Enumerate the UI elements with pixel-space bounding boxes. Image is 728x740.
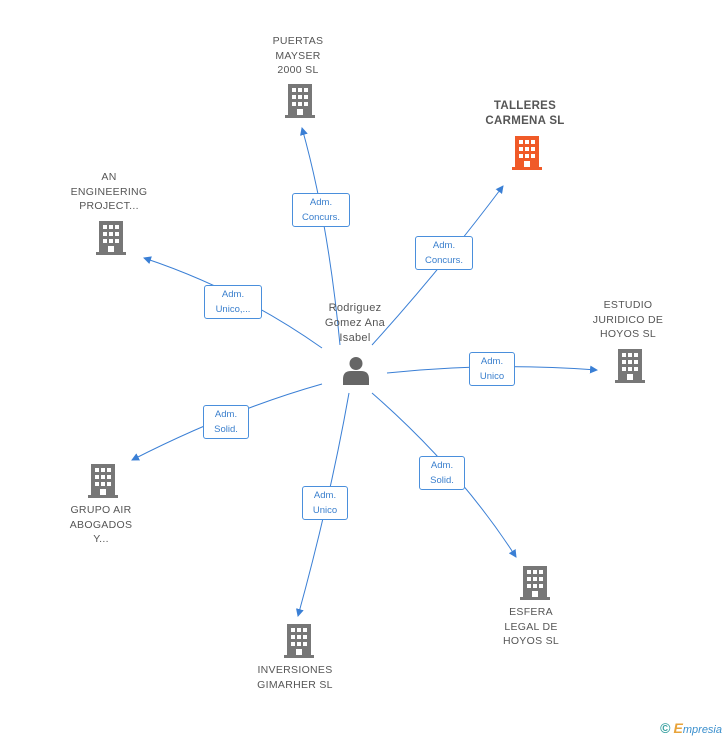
- relation-label-estudio[interactable]: Adm. Unico: [469, 352, 515, 386]
- brand-name: mpresia: [682, 724, 722, 736]
- company-esfera[interactable]: ESFERA LEGAL DE HOYOS SL: [490, 605, 572, 649]
- relation-label-esfera[interactable]: Adm. Solid.: [419, 456, 465, 490]
- company-label: INVERSIONES GIMARHER SL: [257, 664, 333, 691]
- building-icon[interactable]: [615, 349, 645, 383]
- company-label: ESTUDIO JURIDICO DE HOYOS SL: [592, 299, 664, 340]
- company-inversiones[interactable]: INVERSIONES GIMARHER SL: [248, 663, 342, 692]
- company-estudio[interactable]: ESTUDIO JURIDICO DE HOYOS SL: [580, 298, 676, 342]
- building-icon[interactable]: [284, 624, 314, 658]
- company-grupo[interactable]: GRUPO AIR ABOGADOS Y...: [56, 503, 146, 547]
- company-label: TALLERES CARMENA SL: [485, 100, 565, 127]
- brand-logo-e: E: [673, 720, 683, 736]
- building-icon[interactable]: [96, 221, 126, 255]
- company-engineering[interactable]: AN ENGINEERING PROJECT...: [62, 170, 156, 214]
- building-icon[interactable]: [512, 136, 542, 170]
- company-label: GRUPO AIR ABOGADOS Y...: [69, 504, 133, 545]
- person-icon[interactable]: [341, 355, 371, 385]
- company-puertas[interactable]: PUERTAS MAYSER 2000 SL: [258, 34, 338, 78]
- relation-label-grupo[interactable]: Adm. Solid.: [203, 405, 249, 439]
- company-label: AN ENGINEERING PROJECT...: [70, 171, 148, 212]
- relation-label-inversiones[interactable]: Adm. Unico: [302, 486, 348, 520]
- relation-label-talleres[interactable]: Adm. Concurs.: [415, 236, 473, 270]
- building-icon[interactable]: [88, 464, 118, 498]
- relation-label-engineering[interactable]: Adm. Unico,...: [204, 285, 262, 319]
- footer-brand: © Empresia: [660, 720, 722, 736]
- relation-label-puertas[interactable]: Adm. Concurs.: [292, 193, 350, 227]
- company-label: PUERTAS MAYSER 2000 SL: [272, 35, 324, 76]
- building-icon[interactable]: [285, 84, 315, 118]
- edge-puertas: [300, 127, 341, 346]
- person-name: Rodriguez Gomez Ana Isabel: [324, 302, 386, 344]
- copyright-icon: ©: [660, 720, 671, 736]
- company-label: ESFERA LEGAL DE HOYOS SL: [502, 606, 560, 647]
- building-icon[interactable]: [520, 566, 550, 600]
- company-talleres[interactable]: TALLERES CARMENA SL: [474, 99, 576, 129]
